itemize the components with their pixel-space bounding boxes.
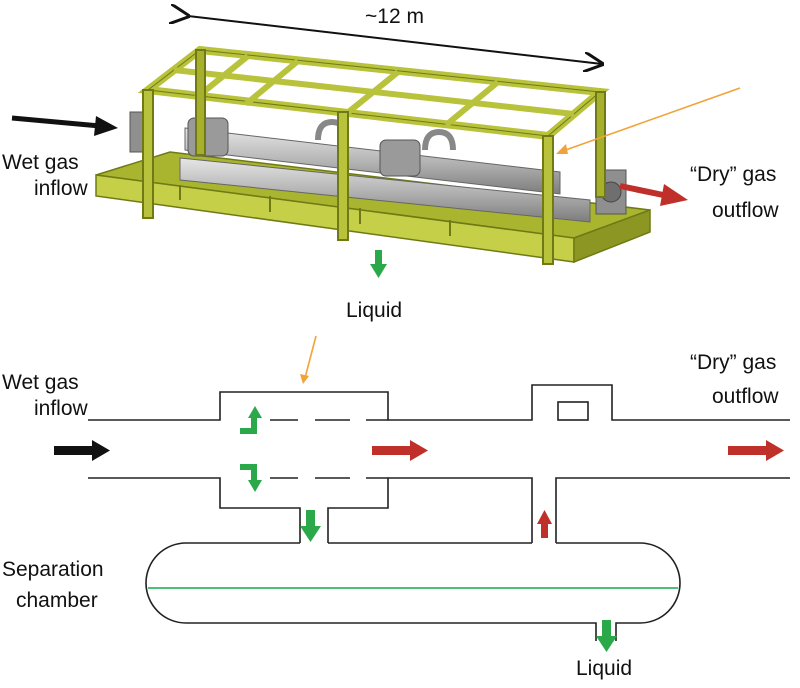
liquid-arrow-shaft-top bbox=[375, 250, 382, 266]
support-frame bbox=[137, 45, 610, 265]
bottom-outflow-label-2: outflow bbox=[712, 385, 779, 408]
top-liquid-label: Liquid bbox=[346, 299, 403, 322]
inner-liner bbox=[270, 419, 388, 479]
inflow-arrow-top bbox=[11, 115, 101, 129]
gas-arrow-mid-head bbox=[410, 440, 428, 461]
liquid-swirl-arrowhead-upper bbox=[248, 406, 262, 418]
pipe-lower-wall bbox=[88, 477, 790, 543]
liquid-drain-arrow-head bbox=[300, 526, 321, 542]
outflow-arrowhead-top bbox=[660, 184, 688, 206]
liquid-outlet-arrow-head bbox=[596, 636, 617, 652]
gas-arrow-out-head bbox=[766, 440, 784, 461]
bottom-liquid-label: Liquid bbox=[576, 657, 633, 680]
liquid-arrowhead-top bbox=[370, 264, 387, 278]
outflow-arrow-top bbox=[619, 183, 669, 199]
skid-illustration bbox=[11, 0, 741, 278]
chamber-label-2: chamber bbox=[16, 589, 98, 612]
gas-riser-arrow-shaft bbox=[541, 522, 548, 538]
bottom-inflow-label-2: inflow bbox=[34, 397, 88, 420]
liquid-outlet-arrow-shaft bbox=[602, 620, 611, 638]
separation-chamber bbox=[145, 542, 681, 641]
top-outflow-label-2: outflow bbox=[712, 199, 779, 222]
bottom-outflow-label-1: “Dry” gas bbox=[690, 351, 777, 374]
inflow-arrowhead-top bbox=[94, 116, 118, 136]
liquid-swirl-arrow-lower bbox=[240, 464, 257, 482]
liquid-swirl-arrow-upper bbox=[240, 416, 257, 434]
inflow-arrowhead bbox=[92, 440, 110, 461]
riser-cap bbox=[557, 401, 589, 421]
chamber-label-1: Separation bbox=[2, 558, 104, 581]
top-inflow-label-1: Wet gas bbox=[2, 151, 79, 174]
pointer-line-bottom bbox=[304, 335, 317, 379]
pointer-line-top bbox=[559, 87, 741, 153]
gas-riser-arrow-head bbox=[537, 510, 552, 524]
dimension-arrow bbox=[188, 16, 602, 64]
liquid-swirl-arrowhead-lower bbox=[248, 480, 262, 492]
pipe-upper-wall bbox=[88, 384, 790, 421]
top-inflow-label-2: inflow bbox=[34, 177, 88, 200]
liquid-drain-arrow-shaft bbox=[306, 510, 315, 528]
gas-arrow-out-shaft bbox=[728, 446, 768, 455]
bottom-inflow-label-1: Wet gas bbox=[2, 371, 79, 394]
pointer-head-top bbox=[556, 144, 568, 154]
dimension-label: ~12 m bbox=[365, 5, 424, 28]
inflow-arrow-shaft bbox=[54, 446, 94, 455]
gas-arrow-mid-shaft bbox=[372, 446, 412, 455]
pointer-head-bottom bbox=[300, 374, 309, 384]
top-outflow-label-1: “Dry” gas bbox=[690, 163, 777, 186]
